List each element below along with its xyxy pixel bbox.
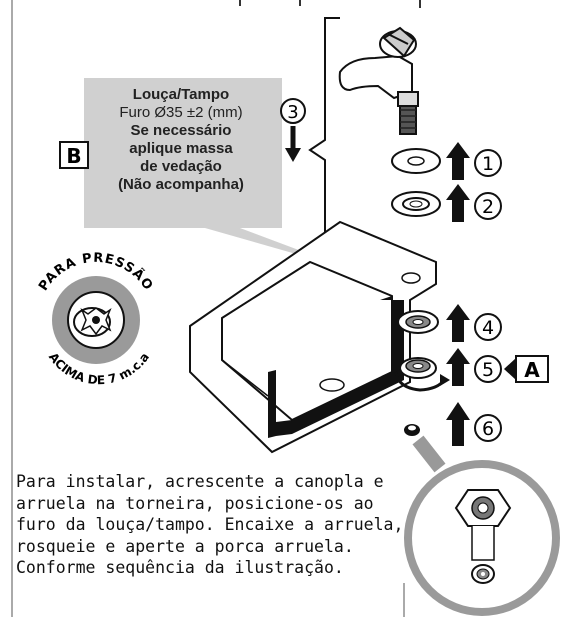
washer-1: [391, 148, 441, 174]
callout-box: [84, 78, 352, 270]
faucet: [338, 26, 419, 135]
washer-2: [391, 191, 441, 217]
instruction-line-5: Conforme sequência da ilustração.: [16, 558, 344, 577]
nut-6: [404, 424, 420, 436]
svg-text:1: 1: [482, 153, 494, 175]
step-1-marker: 1: [474, 149, 502, 177]
svg-text:6: 6: [482, 418, 494, 440]
callout-note-3: de vedação: [140, 158, 222, 175]
instructions-text: Para instalar, acrescente a canopla e ar…: [16, 471, 416, 579]
instruction-line-3: furo da louça/tampo. Encaixe a arruela,: [16, 515, 404, 534]
nut-5: [394, 357, 450, 392]
svg-text:2: 2: [482, 196, 494, 218]
pressure-badge: PARA PRESSÃO ACIMA DE 7 m.c.a: [36, 251, 155, 387]
svg-text:A: A: [524, 358, 540, 382]
step-3-marker: 3: [280, 98, 306, 162]
assembly-bracket: [308, 17, 340, 239]
svg-text:B: B: [66, 144, 81, 168]
step-6-marker: 6: [474, 414, 502, 442]
ref-tag-a: A: [504, 355, 549, 383]
sink-countertop: [189, 220, 437, 454]
step-numbers: 1 2 4 5 6: [474, 149, 502, 442]
svg-text:3: 3: [287, 102, 298, 123]
step-2-marker: 2: [474, 192, 502, 220]
callout-hole-spec: Furo Ø35 ±2 (mm): [119, 104, 243, 121]
step-4-marker: 4: [474, 313, 502, 341]
callout-title: Louça/Tampo: [132, 86, 230, 103]
callout-text: Louça/Tampo Furo Ø35 ±2 (mm) Se necessár…: [88, 86, 274, 194]
ref-box-b: B: [59, 141, 89, 169]
step-arrows: [446, 142, 470, 446]
callout-note-1: Se necessário: [130, 122, 232, 139]
callout-note-4: (Não acompanha): [118, 176, 244, 193]
svg-text:4: 4: [482, 317, 494, 339]
instruction-line-2: arruela na torneira, posicione-os ao: [16, 493, 374, 513]
svg-text:5: 5: [482, 359, 494, 381]
instruction-line-1: Para instalar, acrescente a canopla e: [16, 472, 384, 491]
washer-4: [397, 310, 439, 334]
callout-note-2: aplique massa: [129, 140, 233, 157]
step-5-marker: 5: [474, 355, 502, 383]
detail-magnifier: [404, 435, 560, 616]
instruction-line-4: rosqueie e aperte a porca arruela.: [16, 536, 354, 556]
